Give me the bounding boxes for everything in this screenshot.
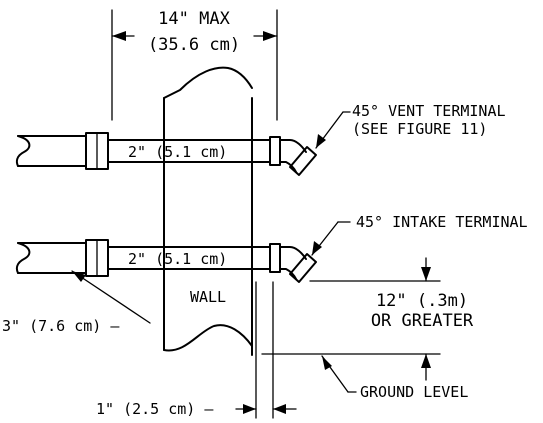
clearance-arrow-bottom — [421, 354, 431, 368]
vent-reference-label: (SEE FIGURE 11) — [352, 120, 487, 138]
intake-pipe: 2" (5.1 cm) — [15, 239, 317, 283]
outer-pipe-leader-line — [71, 270, 151, 324]
outer-pipe-leader-arrow — [72, 271, 86, 282]
wall-gap-arrow-right — [273, 404, 286, 414]
intake-terminal-callout: 45° INTAKE TERMINAL — [311, 213, 528, 256]
max-width-dimension: 14" MAX (35.6 cm) — [111, 9, 278, 121]
clearance-inches-label: 12" (.3m) — [376, 291, 468, 311]
ground-level-label: GROUND LEVEL — [360, 383, 468, 401]
outer-pipe-callout: 3" (7.6 cm) — — [2, 270, 151, 335]
intake-elbow — [279, 246, 307, 280]
max-width-arrow-left — [112, 31, 126, 41]
vent-outer-pipe-break — [15, 135, 31, 167]
intake-leader-arrow — [312, 241, 322, 255]
vent-pipe: 2" (5.1 cm) — [15, 132, 317, 176]
intake-pipe-size-label: 2" (5.1 cm) — [128, 250, 227, 268]
wall-top-break — [163, 66, 253, 99]
vent-elbow — [279, 139, 307, 173]
wall-gap-dimension: 1" (2.5 cm) — — [96, 281, 297, 419]
clearance-greater-label: OR GREATER — [371, 311, 474, 331]
ground-level-callout: GROUND LEVEL — [321, 355, 468, 401]
max-width-cm-label: (35.6 cm) — [148, 35, 240, 55]
wall-gap-arrow-left — [243, 404, 256, 414]
clearance-arrow-top — [421, 267, 431, 281]
vent-terminal-callout: 45° VENT TERMINAL (SEE FIGURE 11) — [315, 102, 506, 149]
intake-terminal-label: 45° INTAKE TERMINAL — [356, 213, 528, 231]
intake-fitting-collar — [269, 243, 281, 273]
vent-terminal-45 — [289, 146, 317, 176]
wall-gap-label: 1" (2.5 cm) — — [96, 400, 214, 418]
wall-bottom-break — [163, 324, 253, 352]
vent-pipe-size-label: 2" (5.1 cm) — [128, 143, 227, 161]
clearance-dimension: 12" (.3m) OR GREATER — [261, 257, 474, 381]
max-width-inches-label: 14" MAX — [158, 9, 230, 29]
max-width-arrow-right — [263, 31, 277, 41]
vent-terminal-label: 45° VENT TERMINAL — [352, 102, 506, 120]
outer-pipe-size-label: 3" (7.6 cm) — — [2, 317, 120, 335]
ground-leader-arrow — [322, 356, 332, 370]
wall: WALL — [163, 66, 253, 356]
intake-outer-pipe-break — [15, 242, 31, 274]
vent-fitting-collar — [269, 136, 281, 166]
wall-label: WALL — [190, 288, 226, 306]
intake-terminal-45 — [289, 253, 317, 283]
vent-leader-arrow — [316, 134, 326, 148]
